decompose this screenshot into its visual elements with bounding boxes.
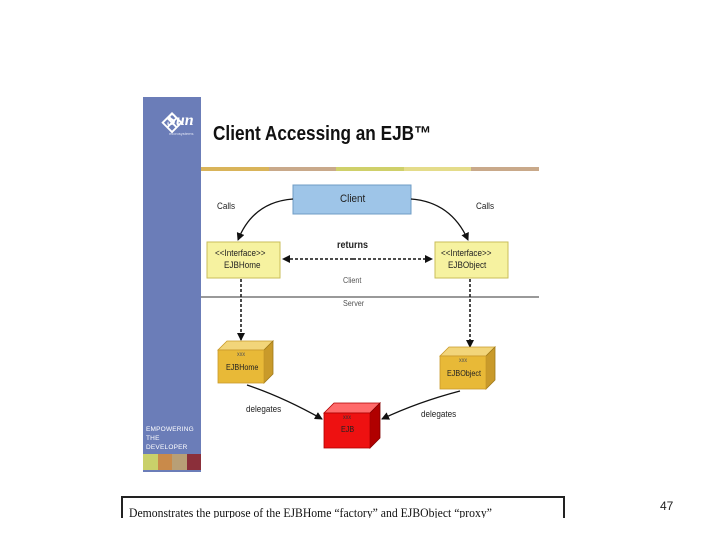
- calls-right-arrow: [410, 198, 469, 241]
- sidebar-color-squares: [143, 454, 201, 470]
- delegates-left-arrow: [246, 384, 323, 420]
- ejbobject-cube-top-label: xxx: [459, 358, 468, 364]
- diagram-canvas: [201, 184, 539, 449]
- color-square: [143, 454, 158, 470]
- ejbobject-cube: [439, 346, 496, 390]
- slide-caption: Demonstrates the purpose of the EJBHome …: [129, 505, 492, 518]
- slide-sidebar: Sun microsystems EMPOWERING THE DEVELOPE…: [143, 97, 201, 472]
- ejb-cube: [323, 402, 381, 449]
- sidebar-slogan: EMPOWERING THE DEVELOPER: [146, 425, 201, 452]
- title-bar-segment: [201, 167, 269, 171]
- delegates-right-arrow: [381, 390, 461, 420]
- sun-logo-text: Sun: [167, 112, 194, 129]
- ejb-cube-label: EJB: [341, 425, 355, 434]
- ejbhome-cube-top-label: xxx: [237, 352, 246, 358]
- ejbhome-cube-label: EJBHome: [226, 363, 259, 372]
- delegates-left-label: delegates: [246, 404, 282, 414]
- sun-logo-subtext: microsystems: [169, 131, 194, 136]
- color-square: [186, 454, 201, 470]
- slide: Sun microsystems EMPOWERING THE DEVELOPE…: [143, 97, 539, 472]
- delegates-right-label: delegates: [421, 409, 457, 419]
- title-underline-bar: [201, 167, 539, 171]
- client-side-label: Client: [343, 276, 362, 285]
- calls-left-arrow: [236, 198, 294, 241]
- sun-logo-icon: [161, 112, 183, 134]
- ejbobject-cube-label: EJBObject: [447, 369, 482, 378]
- ejbobject-interface-label-1: <<Interface>>: [441, 248, 492, 258]
- ejbhome-cube: [217, 340, 274, 384]
- ejbobject-interface-label-2: EJBObject: [448, 260, 487, 270]
- title-bar-segment: [336, 167, 404, 171]
- page-number: 47: [660, 499, 674, 513]
- ejbobject-interface-box: [434, 241, 509, 279]
- ejbhome-interface-box: [206, 241, 281, 279]
- client-box-label: Client: [340, 193, 366, 205]
- title-bar-segment: [471, 167, 539, 171]
- title-bar-segment: [403, 167, 472, 171]
- calls-right-label: Calls: [476, 201, 495, 211]
- slide-title: Client Accessing an EJB™: [213, 123, 432, 145]
- title-bar-segment: [268, 167, 337, 171]
- ejb-cube-top-label: xxx: [343, 415, 352, 421]
- sidebar-slogan-line2: THE DEVELOPER: [146, 435, 188, 451]
- server-side-label: Server: [343, 299, 365, 308]
- color-square: [157, 454, 172, 470]
- ejbhome-interface-label-2: EJBHome: [224, 260, 261, 270]
- color-square: [172, 454, 187, 470]
- returns-label: returns: [337, 240, 369, 251]
- calls-left-label: Calls: [217, 201, 236, 211]
- ejbhome-interface-label-1: <<Interface>>: [215, 248, 266, 258]
- caption-box: Demonstrates the purpose of the EJBHome …: [121, 496, 565, 518]
- sidebar-slogan-line1: EMPOWERING: [146, 426, 194, 433]
